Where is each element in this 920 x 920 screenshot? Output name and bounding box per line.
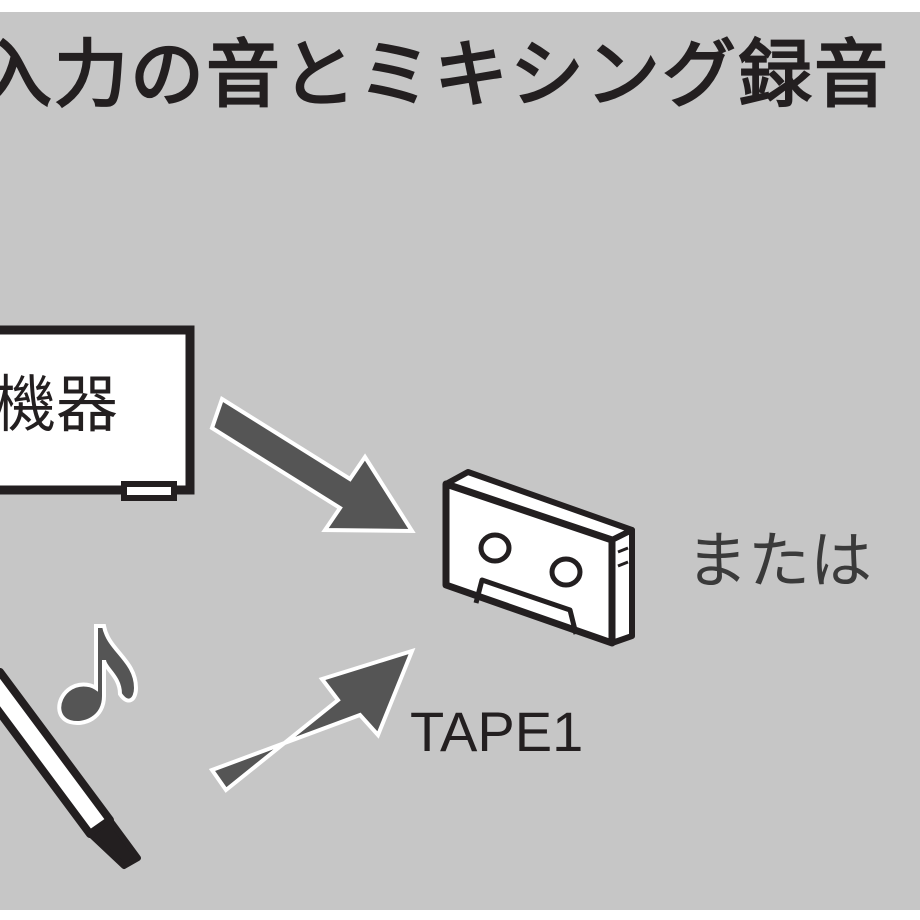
music-note-icon [57,624,139,725]
arrow-device-to-tape [209,395,416,534]
diagram-title: 入力の音とミキシング録音 [0,32,890,118]
or-label: または [686,524,873,597]
cassette-tape-icon [442,469,635,647]
device-label: 機器 [0,368,119,441]
tape-label: TAPE1 [410,700,584,763]
arrow-mic-to-tape [208,647,416,793]
microphone-icon [0,668,141,869]
device-box-icon [0,325,195,501]
